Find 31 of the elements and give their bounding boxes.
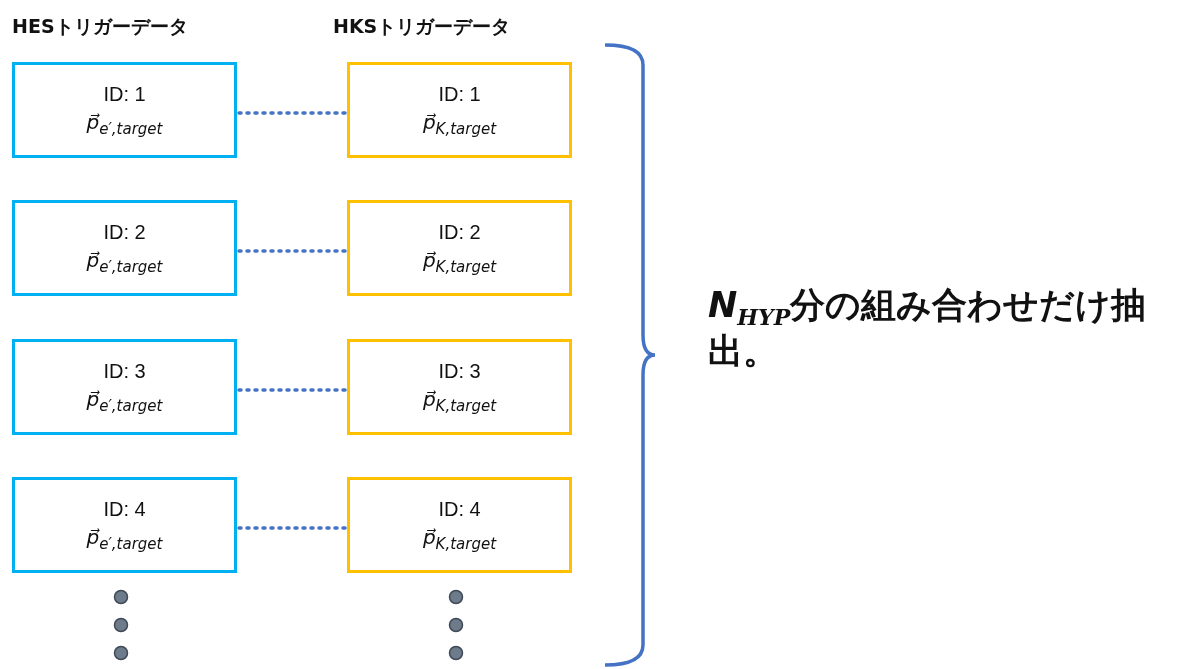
- data-box: [12, 339, 237, 435]
- column-heading: HKSトリガーデータ: [333, 14, 511, 39]
- id-label: ID: 3: [438, 359, 481, 383]
- data-box: [12, 200, 237, 296]
- momentum-formula: p⃗$_{e′,target}$: [86, 524, 163, 553]
- dotted-connector: [237, 526, 347, 530]
- column-heading: HESトリガーデータ: [12, 14, 188, 39]
- momentum-formula: p⃗$_{K,target}$: [422, 386, 497, 415]
- momentum-formula: p⃗$_{e′,target}$: [86, 386, 163, 415]
- momentum-formula: p⃗$_{e′,target}$: [86, 247, 163, 276]
- id-label: ID: 3: [103, 359, 146, 383]
- id-label: ID: 4: [103, 497, 146, 521]
- data-box: [347, 477, 572, 573]
- annotation-text: N$_{HYP}$分の組み合わせだけ抽出。: [708, 284, 1148, 373]
- data-box: [347, 200, 572, 296]
- data-box: [347, 62, 572, 158]
- dotted-connector: [237, 111, 347, 115]
- momentum-formula: p⃗$_{K,target}$: [422, 524, 497, 553]
- data-box: [12, 62, 237, 158]
- id-label: ID: 1: [438, 82, 481, 106]
- data-box: [12, 477, 237, 573]
- momentum-formula: p⃗$_{K,target}$: [422, 109, 497, 138]
- id-label: ID: 2: [103, 220, 146, 244]
- momentum-formula: p⃗$_{e′,target}$: [86, 109, 163, 138]
- data-box: [347, 339, 572, 435]
- id-label: ID: 4: [438, 497, 481, 521]
- id-label: ID: 1: [103, 82, 146, 106]
- dotted-connector: [237, 388, 347, 392]
- id-label: ID: 2: [438, 220, 481, 244]
- momentum-formula: p⃗$_{K,target}$: [422, 247, 497, 276]
- dotted-connector: [237, 249, 347, 253]
